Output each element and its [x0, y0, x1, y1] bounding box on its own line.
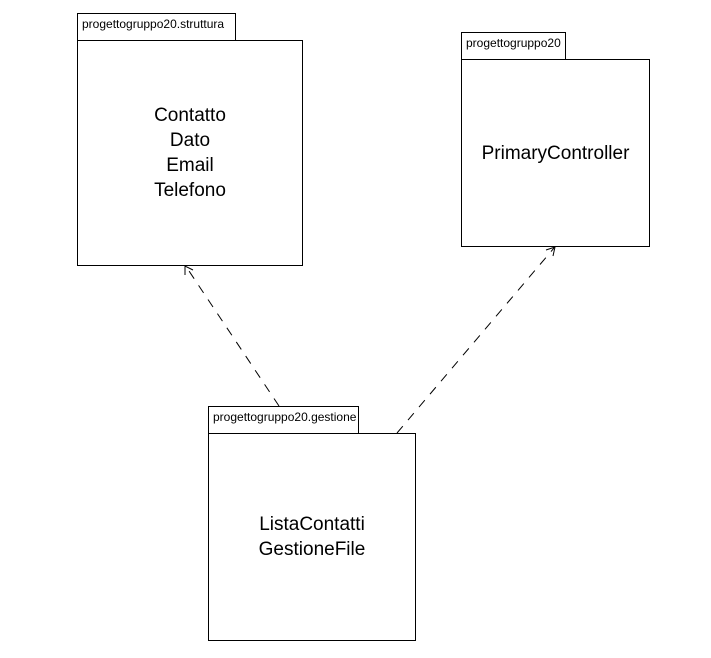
class-listacontatti: ListaContatti	[259, 514, 365, 535]
package-struttura-name: progettogruppo20.struttura	[77, 13, 236, 41]
class-gestionefile: GestioneFile	[258, 539, 366, 560]
package-gestione-body: ListaContatti GestioneFile	[208, 433, 416, 641]
dependency-gestione-to-struttura	[184, 265, 280, 407]
dependency-line	[186, 267, 280, 407]
class-primarycontroller: PrimaryController	[481, 142, 630, 164]
open-arrowhead-icon	[184, 265, 194, 275]
dependency-gestione-to-root	[396, 246, 556, 434]
class-dato: Dato	[169, 130, 211, 151]
class-telefono: Telefono	[154, 180, 226, 201]
open-arrowhead-icon	[545, 246, 556, 257]
class-email: Email	[166, 155, 214, 176]
package-struttura-body: Contatto Dato Email Telefono	[77, 40, 303, 266]
package-root-name: progettogruppo20	[461, 32, 566, 60]
class-contatto: Contatto	[154, 105, 226, 126]
dependency-line	[396, 247, 555, 434]
package-gestione-name: progettogruppo20.gestione	[208, 406, 359, 434]
